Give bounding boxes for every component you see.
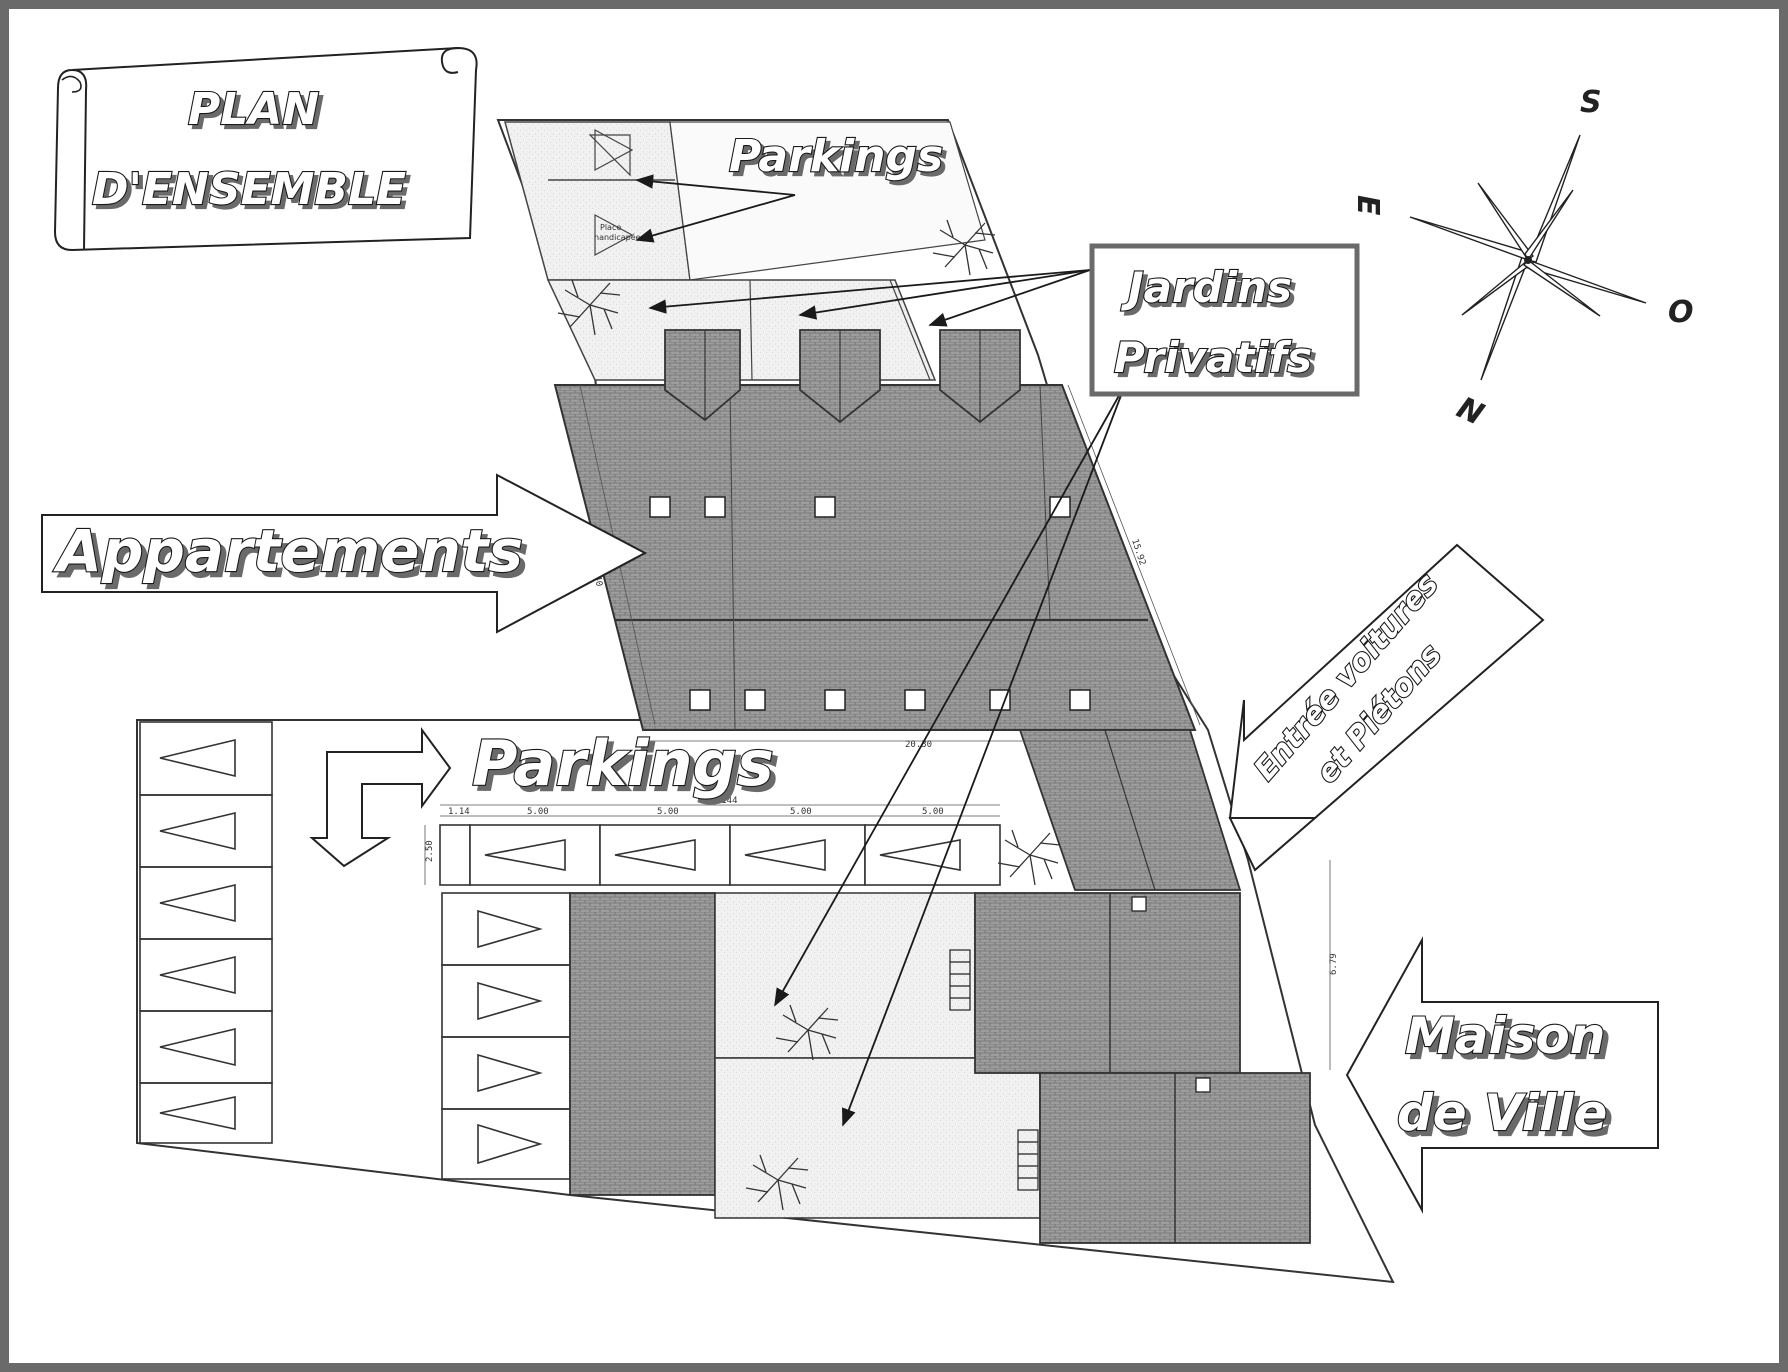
driveway-roof [1018, 729, 1242, 891]
jardins-line-1: Jardins [1121, 263, 1292, 312]
upper-parking-area: Place handicapée [504, 121, 986, 281]
label-maison-arrow: Maison Maison de Ville de Ville [1345, 936, 1659, 1214]
compass-s: S [1580, 85, 1602, 120]
label-appartements-arrow: Appartements Appartements [41, 473, 648, 634]
dim-8: 2.50 [425, 840, 435, 862]
dim-1: 20.30 [905, 740, 932, 750]
dim-10: 15.92 [1129, 538, 1147, 567]
label-jardins-box: Jardins Jardins Privatifs Privatifs [1089, 243, 1360, 397]
mid-parking-column [441, 892, 571, 1180]
parkings-top-text: Parkings [729, 131, 943, 182]
svg-text:Jardins: Jardins [1125, 267, 1296, 316]
apartment-building [553, 329, 1197, 731]
svg-text:Parkings: Parkings [477, 732, 779, 805]
trees [557, 219, 1061, 1211]
dim-3: 1.14 [448, 807, 470, 817]
compass-o: O [1668, 295, 1694, 330]
dim-2: 21.144 [705, 796, 738, 806]
title-line-2: D'ENSEMBLE [92, 164, 406, 215]
maison-line-1: Maison [1405, 1007, 1605, 1065]
dim-6: 5.00 [790, 807, 812, 817]
compass-n: N [1451, 390, 1489, 432]
label-parkings-bottom: Parkings Parkings [309, 726, 780, 868]
dim-4: 5.00 [527, 807, 549, 817]
dim-5: 5.00 [657, 807, 679, 817]
svg-text:Parkings: Parkings [733, 135, 947, 186]
left-parking-column [139, 721, 273, 1144]
svg-text:D'ENSEMBLE: D'ENSEMBLE [96, 168, 410, 219]
compass-rose: S E O N [1350, 85, 1694, 433]
lower-parking-rows [439, 824, 1001, 886]
dimension-lines [424, 384, 1331, 1070]
svg-text:Appartements: Appartements [58, 522, 528, 590]
title-line-1: PLAN [188, 84, 319, 135]
svg-text:Privatifs: Privatifs [1118, 337, 1316, 386]
svg-text:PLAN: PLAN [192, 88, 323, 139]
leader-arrows [635, 174, 1126, 1127]
town-house-block [569, 892, 1311, 1244]
svg-text:de Ville: de Ville [1402, 1089, 1612, 1147]
appartements-text: Appartements [53, 517, 523, 585]
parkings-bottom-text: Parkings [472, 727, 774, 800]
label-entree-arrow: Entrée voitures et Piétons [1228, 543, 1545, 872]
compass-e: E [1350, 195, 1385, 216]
label-parkings-top: Parkings Parkings [728, 130, 948, 187]
handicap-label-2: handicapée [594, 232, 641, 242]
jardins-line-2: Privatifs [1114, 333, 1312, 382]
dim-7: 5.00 [922, 807, 944, 817]
title-scroll: PLAN PLAN D'ENSEMBLE D'ENSEMBLE [53, 46, 478, 252]
maison-line-2: de Ville [1397, 1084, 1607, 1142]
svg-text:Maison: Maison [1410, 1012, 1610, 1070]
dim-11: 6.79 [1329, 953, 1339, 975]
handicap-label-1: Place [600, 223, 621, 232]
